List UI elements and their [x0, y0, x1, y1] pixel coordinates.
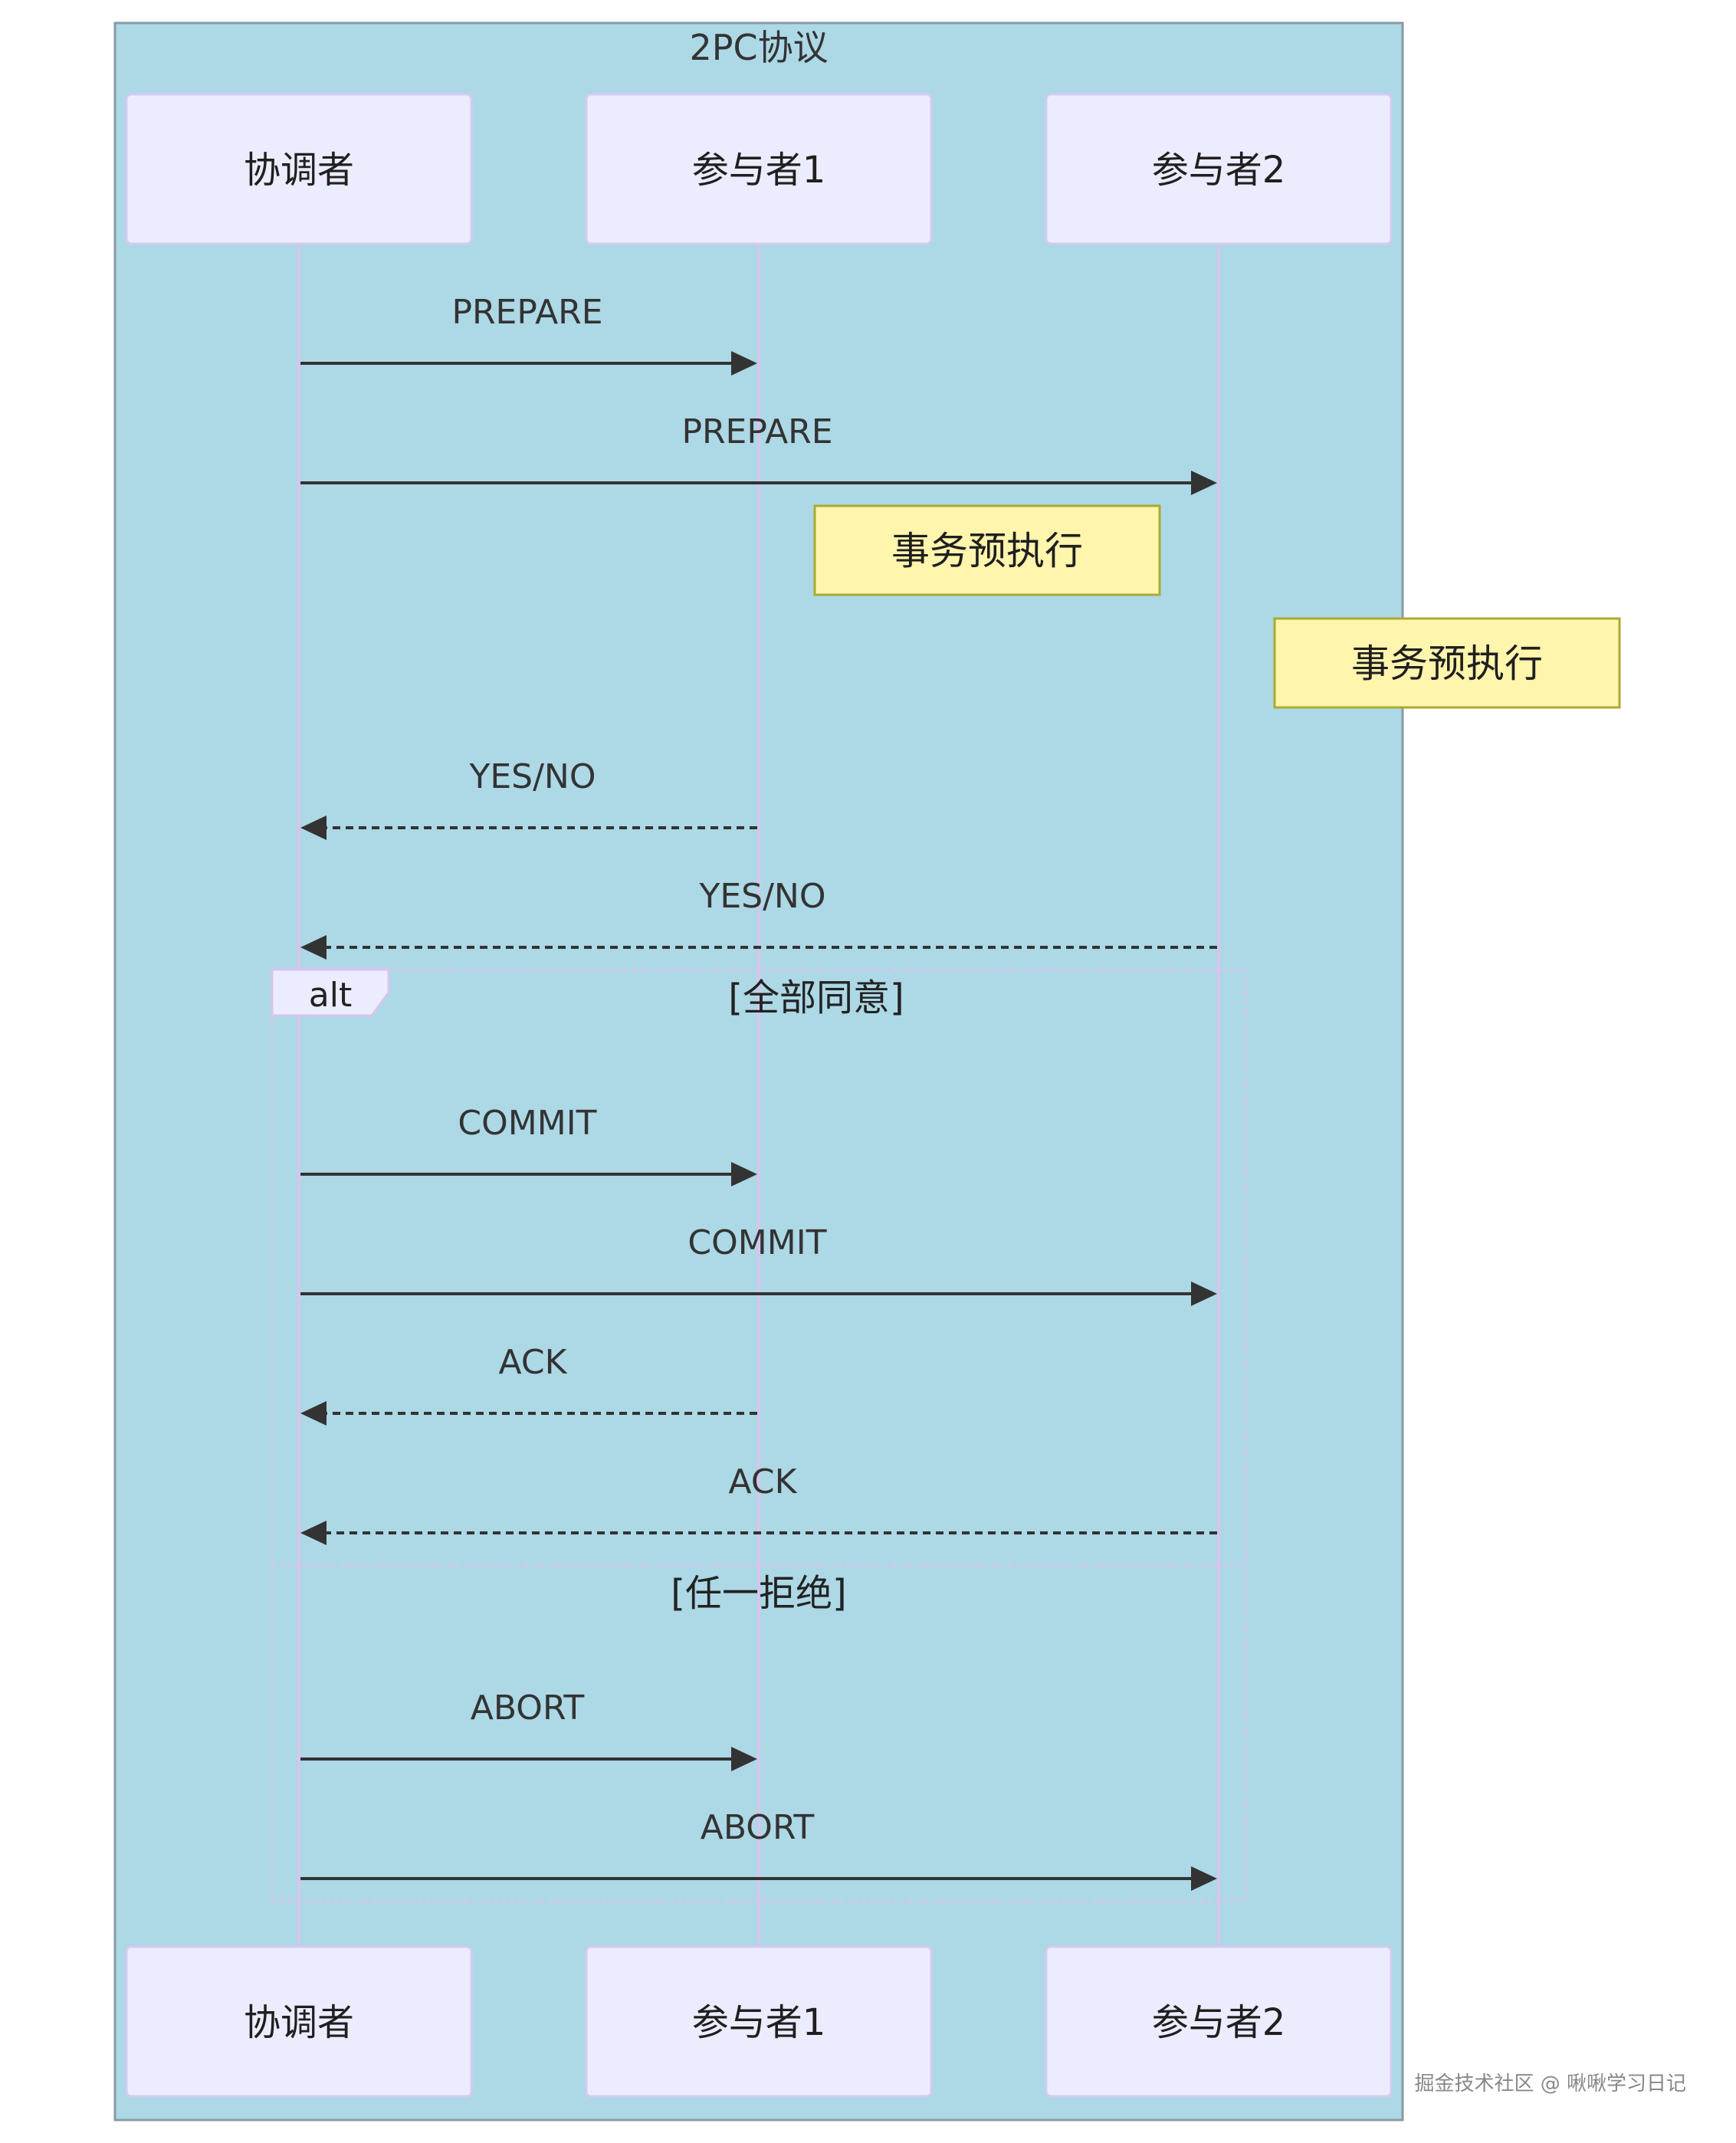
lifelines	[297, 244, 1220, 1947]
alt-keyword: alt	[309, 976, 352, 1015]
message-6: COMMIT	[300, 1223, 1217, 1306]
arrowhead	[300, 935, 327, 960]
message-label: PREPARE	[451, 293, 602, 332]
arrowhead	[300, 1401, 327, 1426]
actor-label: 参与者1	[692, 149, 826, 192]
message-label: ABORT	[701, 1808, 815, 1847]
actor-label: 参与者2	[1152, 149, 1286, 192]
message-1: PREPARE	[300, 293, 757, 376]
message-9: ABORT	[300, 1688, 757, 1771]
message-label: YES/NO	[699, 877, 826, 916]
actor-label: 协调者	[244, 149, 354, 192]
actor-bottom-p2: 参与者2	[1045, 1945, 1393, 2098]
message-label: ACK	[499, 1343, 568, 1382]
note-label: 事务预执行	[891, 529, 1083, 573]
message-label: COMMIT	[458, 1104, 596, 1143]
alt-frame	[271, 968, 1247, 1902]
alt-condition-1: [全部同意]	[728, 976, 904, 1019]
arrowhead	[731, 351, 757, 376]
actor-bottom-p1: 参与者1	[585, 1945, 933, 2098]
arrowhead	[1191, 1866, 1217, 1891]
actor-label: 参与者1	[692, 2001, 826, 2044]
actor-top-p2: 参与者2	[1045, 93, 1393, 245]
actor-label: 参与者2	[1152, 2001, 1286, 2044]
message-5: COMMIT	[300, 1104, 757, 1186]
alt-tag	[271, 968, 390, 1017]
message-label: ABORT	[471, 1688, 585, 1728]
actor-top-coordinator: 协调者	[125, 93, 473, 245]
group-title: 2PC协议	[689, 27, 828, 68]
message-4: YES/NO	[300, 877, 1217, 960]
arrowhead	[1191, 471, 1217, 495]
arrowhead	[300, 816, 327, 840]
actor-bottom-coordinator: 协调者	[125, 1945, 473, 2098]
arrowhead	[1191, 1282, 1217, 1306]
alt-fragment: alt [全部同意] [任一拒绝]	[271, 968, 1247, 1902]
alt-condition-2: [任一拒绝]	[671, 1572, 846, 1615]
message-label: COMMIT	[688, 1223, 826, 1262]
message-10: ABORT	[300, 1808, 1217, 1891]
arrowhead	[731, 1747, 757, 1771]
note-p1: 事务预执行	[813, 504, 1161, 596]
message-7: ACK	[300, 1343, 757, 1426]
actor-label: 协调者	[244, 2001, 354, 2044]
watermark: 掘金技术社区 @ 啾啾学习日记	[1414, 2072, 1686, 2095]
message-2: PREPARE	[300, 412, 1217, 495]
note-label: 事务预执行	[1351, 642, 1543, 686]
message-3: YES/NO	[300, 757, 757, 840]
message-label: ACK	[729, 1462, 798, 1501]
note-p2: 事务预执行	[1273, 617, 1621, 709]
arrowhead	[731, 1162, 757, 1186]
arrowhead	[300, 1521, 327, 1545]
message-label: PREPARE	[681, 412, 832, 451]
message-label: YES/NO	[469, 757, 596, 796]
message-8: ACK	[300, 1462, 1217, 1545]
actor-top-p1: 参与者1	[585, 93, 933, 245]
